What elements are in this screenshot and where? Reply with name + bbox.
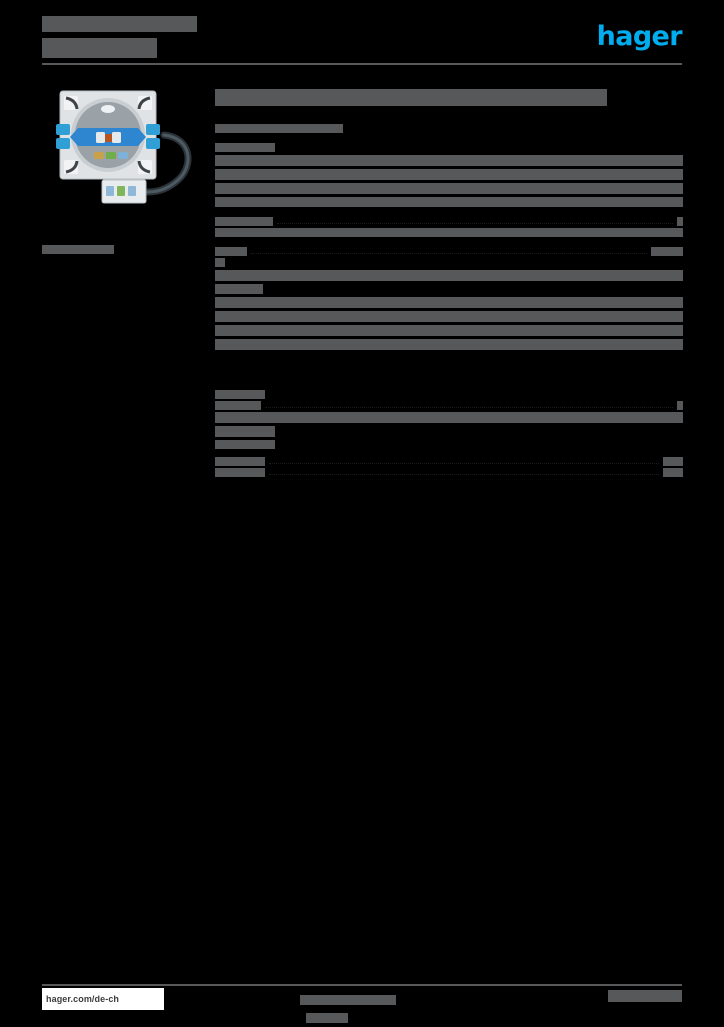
spec-value-1 — [215, 155, 683, 166]
spec-row-leader-c — [215, 401, 683, 410]
spec-label-7 — [215, 401, 261, 410]
product-image — [42, 80, 200, 225]
page-header: hager — [42, 16, 683, 70]
spec-row-leader-a — [215, 217, 683, 226]
header-divider — [42, 63, 682, 65]
spec-value-3 — [215, 183, 683, 194]
footer-right-block — [608, 990, 682, 1002]
spec-value-6 — [215, 228, 683, 237]
spec-block-description — [215, 143, 683, 207]
spec-value-12 — [215, 339, 683, 350]
product-subheading — [215, 124, 343, 133]
spec-group-2 — [215, 390, 683, 477]
hager-logo: hager — [596, 21, 683, 52]
spec-value-7 — [651, 247, 683, 256]
footer-right-text — [608, 990, 682, 1004]
spec-value-15 — [663, 457, 683, 466]
spec-leader-c — [265, 401, 673, 410]
spec-label-3 — [215, 247, 247, 256]
left-column — [42, 80, 200, 254]
footer-divider — [42, 984, 682, 986]
spec-label-9 — [215, 440, 275, 449]
spec-label-6 — [215, 390, 265, 399]
spec-value-16 — [663, 468, 683, 477]
footer-center-block-1 — [300, 994, 396, 1005]
footer-url-text: hager.com/de-ch — [46, 994, 120, 1004]
spec-leader-d — [269, 457, 659, 466]
spec-value-8 — [215, 270, 683, 281]
spec-leader-b — [251, 247, 647, 256]
spec-label-8 — [215, 426, 275, 437]
footer-center-block-2 — [306, 1012, 348, 1023]
spec-group-1 — [215, 143, 683, 350]
spec-leader-a — [277, 217, 673, 226]
spec-label-4 — [215, 258, 225, 267]
specifications-table — [215, 143, 683, 477]
spec-value-5 — [677, 217, 683, 226]
spec-value-11 — [215, 325, 683, 336]
spec-row-leader-b — [215, 247, 683, 256]
spec-row-leader-d — [215, 457, 683, 466]
footer-url-badge[interactable]: hager.com/de-ch — [42, 988, 164, 1010]
main-content — [215, 80, 683, 477]
spec-row-leader-e — [215, 468, 683, 477]
spec-label-2 — [215, 217, 273, 226]
spec-row-fill-b — [215, 258, 683, 267]
spec-row-fill-a — [215, 228, 683, 237]
spec-label-5 — [215, 284, 263, 294]
spec-block-mid — [215, 270, 683, 350]
spec-value-9 — [215, 297, 683, 308]
spec-value-4 — [215, 197, 683, 207]
spec-value-14 — [215, 412, 683, 423]
spec-value-2 — [215, 169, 683, 180]
spec-block-group2 — [215, 412, 683, 449]
spec-value-13 — [677, 401, 683, 410]
page-footer: hager.com/de-ch — [42, 984, 682, 1023]
spec-label-11 — [215, 468, 265, 477]
document-title — [42, 38, 157, 58]
spec-value-10 — [215, 311, 683, 322]
spec-leader-e — [269, 468, 659, 477]
product-heading — [215, 89, 607, 106]
spec-label-1 — [215, 143, 275, 152]
spec-label-10 — [215, 457, 265, 466]
document-kicker — [42, 16, 197, 32]
product-image-caption — [42, 245, 114, 254]
